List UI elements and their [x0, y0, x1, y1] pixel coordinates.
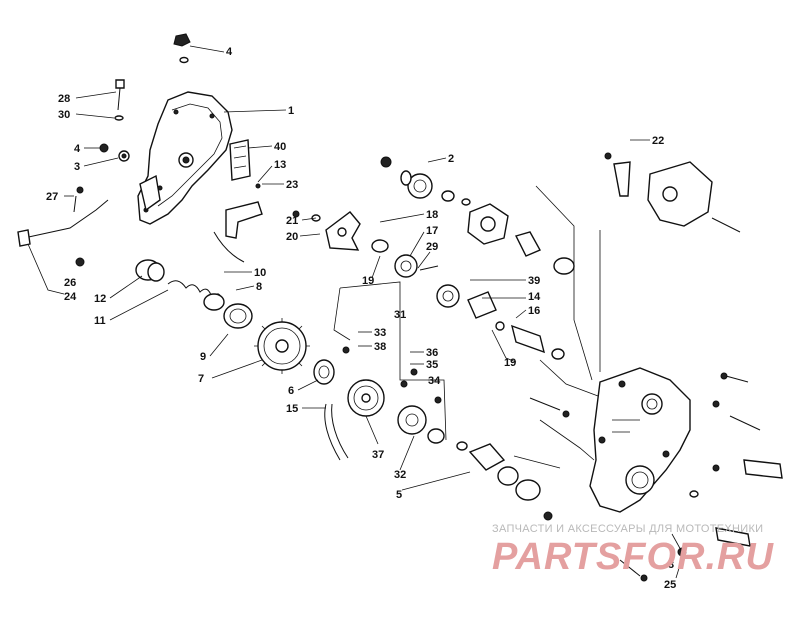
callout-18: 18	[426, 209, 438, 221]
callout-29: 29	[426, 241, 438, 253]
callout-30: 30	[58, 109, 70, 121]
callout-labels: 4 28 30 1 4 3 40 13 2 22 27 23 21 20 18 …	[46, 46, 676, 591]
drive-spring	[167, 280, 225, 311]
bearing-flange	[467, 203, 575, 275]
callout-26: 26	[64, 277, 76, 289]
callout-25: 25	[664, 579, 676, 591]
callout-9: 9	[200, 351, 206, 363]
callout-38: 38	[374, 341, 386, 353]
callout-12: 12	[94, 293, 106, 305]
watermark-logo: PARTSFOR.RU	[492, 536, 774, 578]
driven-sprocket	[342, 346, 385, 417]
shaft-hub	[135, 259, 165, 282]
callout-7: 7	[198, 373, 204, 385]
output-shaft	[677, 459, 783, 557]
upper-sprocket	[380, 156, 471, 206]
tensioner-bracket	[292, 210, 361, 251]
output-bearing	[427, 428, 541, 501]
callout-19: 19	[504, 357, 516, 369]
chaincase-cover	[137, 91, 233, 225]
callout-24: 24	[64, 291, 77, 303]
callout-14: 14	[528, 291, 541, 303]
callout-35: 35	[426, 359, 438, 371]
brake-caliper-bracket	[213, 201, 263, 263]
leader-lines	[27, 45, 685, 579]
callout-3: 3	[74, 161, 80, 173]
callout-32: 32	[394, 469, 406, 481]
callout-11: 11	[94, 315, 106, 327]
brake-lever	[17, 186, 109, 267]
callout-6: 6	[288, 385, 294, 397]
callout-27: 27	[46, 191, 58, 203]
watermark-caption: ЗАПЧАСТИ И АКСЕССУАРЫ ДЛЯ МОТОТЕХНИКИ	[492, 523, 764, 535]
callout-16: 16	[528, 305, 540, 317]
housing-bolts	[529, 372, 761, 582]
callout-1: 1	[288, 105, 294, 117]
callout-37: 37	[372, 449, 384, 461]
callout-22: 22	[652, 135, 664, 147]
small-gear	[313, 359, 335, 385]
callout-8: 8	[256, 281, 262, 293]
callout-5: 5	[396, 489, 402, 501]
inspection-plate	[229, 139, 261, 189]
callout-20: 20	[286, 231, 298, 243]
brake-disc	[397, 368, 442, 435]
dipstick	[114, 79, 125, 121]
callout-33: 33	[374, 327, 386, 339]
callout-31: 31	[394, 309, 406, 321]
callout-21: 21	[286, 215, 298, 227]
callout-4: 4	[74, 143, 81, 155]
upper-right-bracket	[604, 152, 741, 233]
callout-4: 4	[226, 46, 233, 58]
bearing-ring	[223, 303, 253, 329]
callout-2: 2	[448, 153, 454, 165]
callout-10: 10	[254, 267, 266, 279]
callout-36: 36	[426, 347, 438, 359]
cover-bolts	[99, 143, 130, 162]
callout-17: 17	[426, 225, 438, 237]
drive-chain	[324, 403, 349, 461]
callout-34: 34	[428, 375, 441, 387]
callout-19: 19	[362, 275, 374, 287]
idler-gear-set	[371, 239, 565, 360]
callout-28: 28	[58, 93, 70, 105]
callout-40: 40	[274, 141, 286, 153]
gearcase-housing	[589, 367, 691, 513]
callout-15: 15	[286, 403, 298, 415]
callout-23: 23	[286, 179, 298, 191]
callout-39: 39	[528, 275, 540, 287]
callout-13: 13	[274, 159, 286, 171]
large-sprocket	[254, 318, 310, 374]
breather-cap	[173, 33, 191, 64]
callout-3: 3	[668, 559, 674, 571]
